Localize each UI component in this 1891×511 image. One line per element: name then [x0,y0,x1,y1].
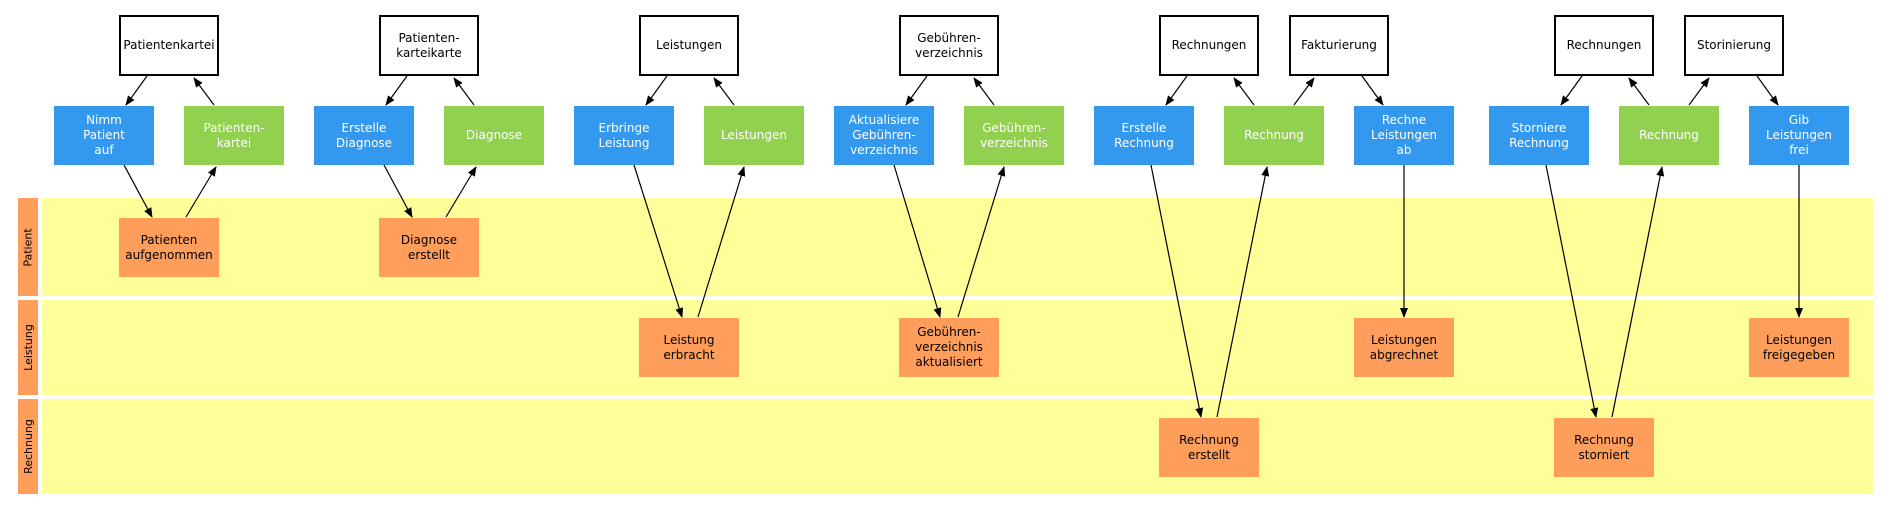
view-rechnung-2: Rechnung [1619,106,1719,165]
arrow-view-to-fakturierung [1293,77,1315,106]
event-diagnose-erstellt: Diagnose erstellt [379,218,479,277]
arrow-doc-to-aktualisiere [905,75,928,106]
lane-tab-patient: Patient [18,198,38,296]
event-patienten-aufgenommen: Patienten aufgenommen [119,218,219,277]
event-rechnung-erstellt: Rechnung erstellt [1159,418,1259,477]
cmd-erstelle-diagnose: Erstelle Diagnose [314,106,414,165]
event-leistungen-freigegeben: Leistungen freigegeben [1749,318,1849,377]
lane-band-patient [42,198,1873,296]
cmd-aktualisiere-gebuehrenverzeichnis: Aktualisiere Gebühren- verzeichnis [834,106,934,165]
arrow-view-to-leistungen [713,77,735,106]
doc-gebuehrenverzeichnis: Gebühren- verzeichnis [899,15,999,76]
doc-storinierung: Storinierung [1684,15,1784,76]
cmd-erbringe-leistung: Erbringe Leistung [574,106,674,165]
cmd-erstelle-rechnung: Erstelle Rechnung [1094,106,1194,165]
arrow-doc-to-storniere [1560,75,1583,106]
arrow-view-to-patientenkarteikarte [453,77,475,106]
cmd-rechne-leistungen-ab: Rechne Leistungen ab [1354,106,1454,165]
view-diagnose: Diagnose [444,106,544,165]
arrow-doc-to-erstelle-rechnung [1165,75,1188,106]
cmd-gib-leistungen-frei: Gib Leistungen frei [1749,106,1849,165]
doc-patientenkarteikarte: Patienten- karteikarte [379,15,479,76]
lane-label-rechnung: Rechnung [21,419,35,474]
doc-leistungen: Leistungen [639,15,739,76]
event-leistungen-abgrechnet: Leistungen abgrechnet [1354,318,1454,377]
view-leistungen: Leistungen [704,106,804,165]
doc-rechnungen-2: Rechnungen [1554,15,1654,76]
event-leistung-erbracht: Leistung erbracht [639,318,739,377]
doc-fakturierung: Fakturierung [1289,15,1389,76]
arrow-fakturierung-to-rechne [1361,75,1384,106]
arrow-view-to-gebuehrenverzeichnis [973,77,995,106]
cmd-nimm-patient-auf: Nimm Patient auf [54,106,154,165]
lane-label-patient: Patient [21,227,35,267]
view-rechnung-1: Rechnung [1224,106,1324,165]
doc-patientenkartei: Patientenkartei [119,15,219,76]
lane-tab-rechnung: Rechnung [18,399,38,494]
lane-tab-leistung: Leistung [18,300,38,395]
cmd-storniere-rechnung: Storniere Rechnung [1489,106,1589,165]
view-patientenkartei: Patienten- kartei [184,106,284,165]
arrow-view-to-storinierung [1688,77,1710,106]
arrow-doc-to-nimm-patient [125,75,148,106]
event-rechnung-storniert: Rechnung storniert [1554,418,1654,477]
view-gebuehrenverzeichnis: Gebühren- verzeichnis [964,106,1064,165]
arrow-view-to-patientenkartei [193,77,215,106]
arrow-view-to-rechnungen [1233,77,1255,106]
arrow-doc-to-erstelle-diagnose [385,75,408,106]
arrow-doc-to-erbringe-leistung [645,75,668,106]
lane-label-leistung: Leistung [21,324,35,371]
event-gebuehrenverzeichnis-aktualisiert: Gebühren- verzeichnis aktualisiert [899,318,999,377]
doc-rechnungen-1: Rechnungen [1159,15,1259,76]
arrow-view-to-rechnungen-2 [1628,77,1650,106]
arrow-storinierung-to-gib [1756,75,1779,106]
